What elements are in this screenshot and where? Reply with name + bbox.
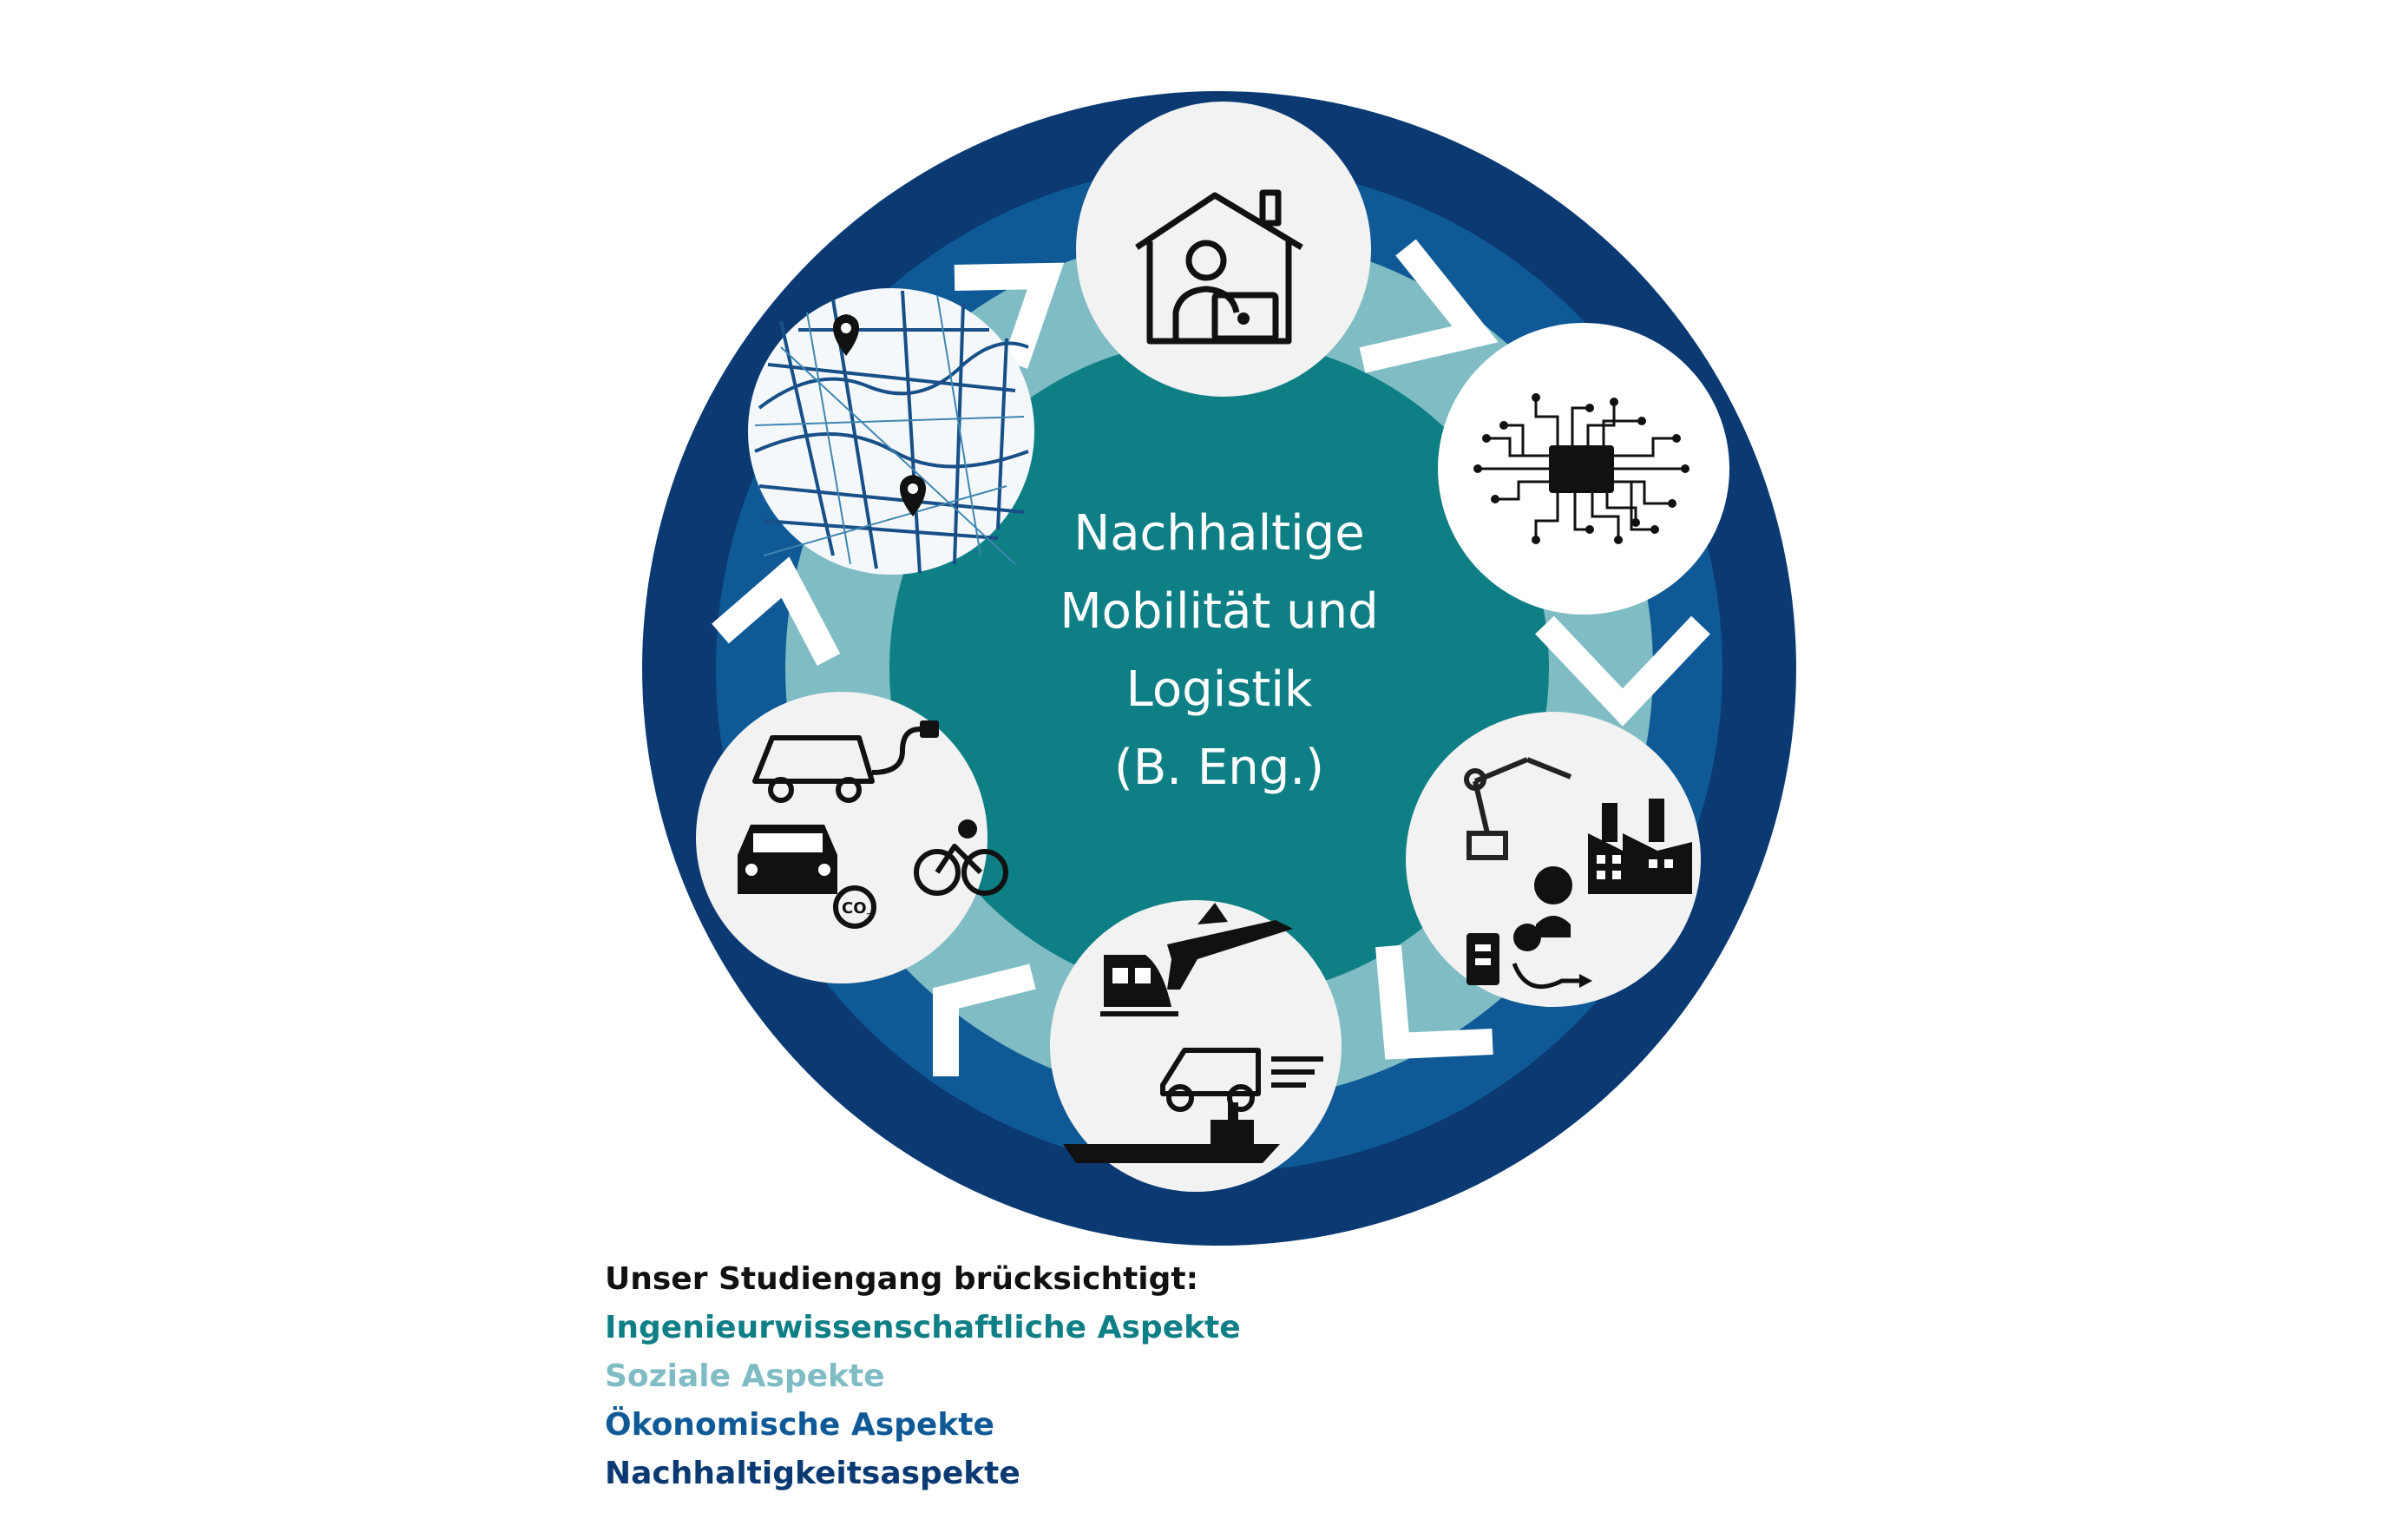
co2-subscript: 2 xyxy=(866,911,872,923)
center-title-line: (B. Eng.) xyxy=(1114,740,1324,796)
arrow-chevron-icon xyxy=(1535,615,1710,727)
center-title: Nachhaltige Mobilität und Logistik (B. E… xyxy=(937,495,1501,807)
legend-item-sustainability: Nachhaltigkeitsaspekte xyxy=(605,1456,1020,1491)
center-title-line: Nachhaltige xyxy=(1073,505,1365,562)
legend: Unser Studiengang brücksichtigt: Ingenie… xyxy=(605,1255,1241,1498)
circuit-chip-icon xyxy=(1438,323,1729,615)
home-office-icon xyxy=(1076,102,1371,397)
co2-label: CO xyxy=(842,899,867,917)
legend-item-social: Soziale Aspekte xyxy=(605,1358,885,1394)
vehicles-co2-icon: CO 2 xyxy=(696,692,1008,983)
center-title-line: Mobilität und xyxy=(1060,583,1379,640)
legend-item-economic: Ökonomische Aspekte xyxy=(605,1407,994,1443)
core-circle xyxy=(889,339,1549,998)
arrow-chevron-icon xyxy=(933,964,1036,1076)
legend-item-engineering: Ingenieurwissenschaftliche Aspekte xyxy=(605,1310,1241,1345)
arrow-chevron-icon xyxy=(1375,944,1493,1060)
arrow-chevron-icon xyxy=(1359,239,1499,373)
center-title-line: Logistik xyxy=(1125,661,1313,718)
arrow-chevron-icon xyxy=(712,556,841,666)
industry-robot-icon xyxy=(1406,712,1701,1007)
city-map-icon xyxy=(748,288,1034,575)
arrow-chevron-icon xyxy=(954,262,1065,369)
transport-modes-icon xyxy=(1050,900,1342,1192)
legend-heading: Unser Studiengang brücksichtigt: xyxy=(605,1261,1198,1297)
